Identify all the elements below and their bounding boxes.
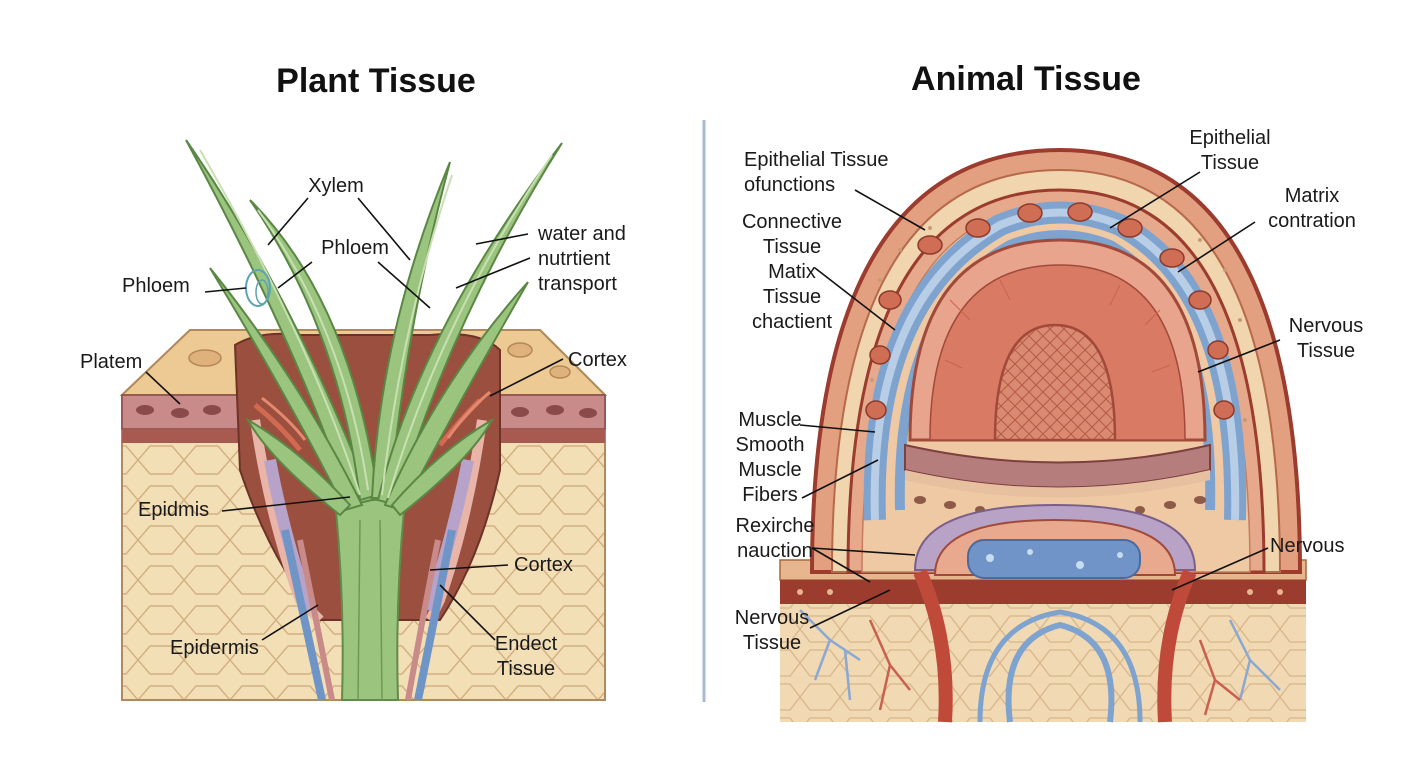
label-cortex-top: Cortex (568, 349, 627, 371)
label-nervous-right: Nervous Tissue (1288, 315, 1364, 362)
label-xylem: Xylem (308, 175, 364, 197)
label-cortex-bottom: Cortex (514, 554, 573, 576)
leaf (370, 161, 451, 499)
label-nervous-left: Nervous Tissue (734, 607, 810, 654)
label-nervous-bottom-right: Nervous (1270, 535, 1345, 557)
leaf (209, 267, 364, 512)
blue-lumen (967, 539, 1141, 579)
leaf (245, 417, 352, 517)
central-mesh-dome (993, 323, 1117, 442)
leaf (185, 139, 374, 507)
label-transport: water and nutrtient transport (538, 223, 626, 295)
label-endect-tissue: Endect Tissue (494, 633, 558, 680)
animal-base-cells (780, 600, 1306, 722)
label-epithelial-right: Epithelial Tissue (1189, 127, 1271, 174)
label-rexirche: Rexirche nauction (735, 515, 815, 562)
animal-leader-lines (799, 171, 1281, 629)
plant-title: Plant Tissue (276, 62, 476, 100)
label-phloem-left: Phloem (122, 275, 190, 297)
label-platem: Platem (80, 351, 143, 373)
leaf (376, 142, 563, 507)
plant-stem (333, 499, 407, 701)
label-muscle: Muscle Smooth Muscle Fibers (735, 409, 805, 506)
label-epidermis: Epidermis (170, 637, 259, 659)
plant-leader-lines (145, 197, 564, 641)
label-matrix-contration: Matrix contration (1268, 185, 1356, 232)
leaf (390, 417, 495, 517)
animal-title: Animal Tissue (911, 60, 1141, 98)
plant-illustration (119, 139, 608, 701)
label-phloem-center: Phloem (321, 237, 389, 259)
label-epithelial-functions: Epithelial Tissue ofunctions (744, 149, 889, 196)
leaf (383, 281, 529, 512)
animal-illustration (779, 147, 1307, 723)
label-epidmis: Epidmis (138, 499, 210, 521)
label-connective-tissue: Connective Tissue Matix Tissue chactient (741, 211, 843, 333)
